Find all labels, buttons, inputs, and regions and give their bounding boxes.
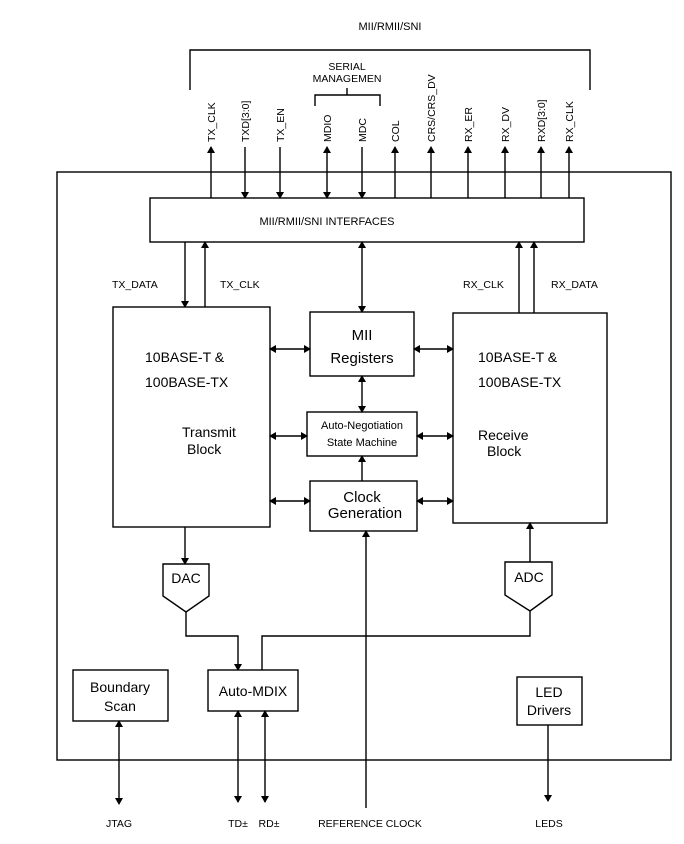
leds-label: LEDS bbox=[535, 818, 562, 830]
signal-label-rxd: RXD[3:0] bbox=[536, 99, 548, 142]
adc-shape bbox=[504, 561, 553, 612]
led-drivers-box bbox=[516, 676, 583, 726]
signal-label-mdio: MDIO bbox=[322, 115, 334, 142]
auto-negotiation-line1: Auto-Negotiation bbox=[321, 420, 403, 432]
auto-mdix-box bbox=[207, 669, 299, 712]
tx-data-label: TX_DATA bbox=[112, 279, 158, 291]
interfaces-bar bbox=[149, 197, 585, 243]
adc-label: ADC bbox=[514, 569, 544, 585]
signal-label-mdc: MDC bbox=[357, 118, 369, 142]
transmit-block-line2: 100BASE-TX bbox=[145, 374, 229, 390]
auto-negotiation-box bbox=[306, 411, 418, 457]
dac-label: DAC bbox=[171, 570, 201, 586]
receive-block-line2: 100BASE-TX bbox=[478, 374, 562, 390]
serial-management-label-2: MANAGEMEN bbox=[313, 73, 382, 85]
serial-management-label-1: SERIAL bbox=[328, 61, 366, 73]
receive-block-line1: 10BASE-T & bbox=[478, 349, 558, 365]
bus-label: MII/RMII/SNI bbox=[359, 21, 422, 33]
auto-mdix-label: Auto-MDIX bbox=[219, 683, 288, 699]
tx-clk-label: TX_CLK bbox=[220, 279, 260, 291]
mii-registers-line2: Registers bbox=[330, 350, 393, 367]
rx-clk-label: RX_CLK bbox=[463, 279, 504, 291]
signal-label-rx-er: RX_ER bbox=[463, 107, 475, 142]
rd-label: RD± bbox=[259, 818, 280, 830]
signal-label-tx-en: TX_EN bbox=[275, 108, 287, 142]
rx-data-label: RX_DATA bbox=[551, 279, 598, 291]
boundary-scan-line2: Scan bbox=[104, 698, 136, 714]
mii-registers-box bbox=[309, 311, 415, 377]
signal-label-col: COL bbox=[390, 120, 402, 142]
led-drivers-line2: Drivers bbox=[527, 702, 571, 718]
td-label: TD± bbox=[228, 818, 248, 830]
receive-block-line4: Block bbox=[487, 443, 522, 459]
reference-clock-label: REFERENCE CLOCK bbox=[318, 818, 422, 830]
chip-boundary bbox=[56, 171, 672, 761]
receive-block bbox=[452, 312, 608, 524]
clock-generation-line2: Generation bbox=[328, 505, 402, 522]
clock-generation-line1: Clock bbox=[343, 489, 381, 506]
boundary-scan-box bbox=[72, 669, 169, 722]
serial-bracket bbox=[314, 88, 381, 106]
dac-to-mdix-wire bbox=[185, 612, 242, 671]
jtag-label: JTAG bbox=[106, 818, 132, 830]
interfaces-label: MII/RMII/SNI INTERFACES bbox=[259, 216, 394, 228]
receive-block-line3: Receive bbox=[478, 427, 529, 443]
transmit-block-line3: Transmit bbox=[182, 424, 236, 440]
signal-label-rx-clk: RX_CLK bbox=[564, 101, 576, 142]
mii-registers-line1: MII bbox=[352, 327, 373, 344]
signal-label-txd: TXD[3:0] bbox=[240, 100, 252, 142]
signal-label-tx-clk: TX_CLK bbox=[206, 102, 218, 142]
transmit-block-line1: 10BASE-T & bbox=[145, 349, 225, 365]
transmit-block bbox=[112, 306, 271, 528]
mdix-to-adc-wire bbox=[261, 611, 531, 670]
led-drivers-line1: LED bbox=[535, 684, 562, 700]
signal-label-rx-dv: RX_DV bbox=[500, 107, 512, 142]
dac-shape bbox=[162, 563, 210, 613]
signal-label-crs: CRS/CRS_DV bbox=[426, 74, 438, 142]
auto-negotiation-line2: State Machine bbox=[327, 437, 397, 449]
transmit-block-line4: Block bbox=[187, 441, 222, 457]
boundary-scan-line1: Boundary bbox=[90, 679, 150, 695]
bus-bracket bbox=[189, 49, 591, 90]
